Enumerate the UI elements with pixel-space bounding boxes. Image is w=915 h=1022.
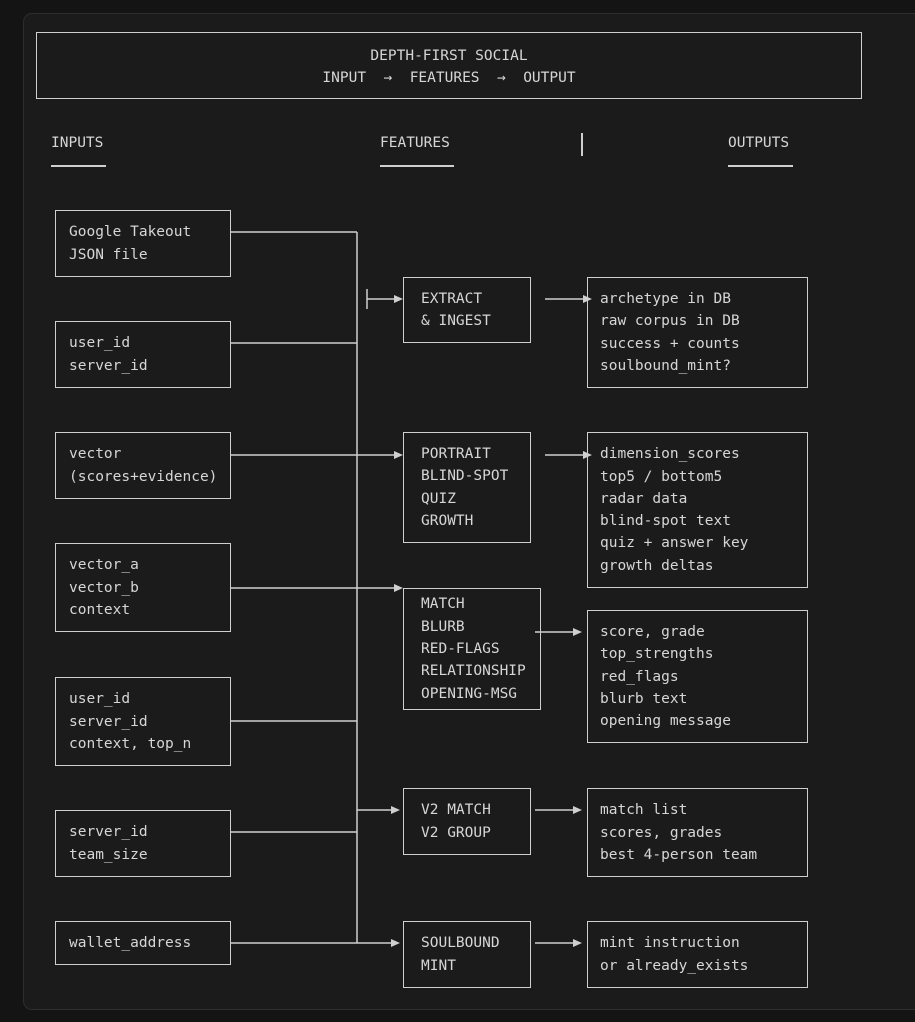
column-header-inputs: INPUTS (51, 135, 104, 151)
feature-text-line: MATCH (421, 596, 465, 613)
input-text-line: context, top_n (69, 735, 192, 752)
input-box (55, 810, 231, 877)
feature-box (403, 588, 541, 710)
column-divider (581, 133, 583, 156)
output-text-line: blind-spot text (600, 513, 731, 530)
arrowhead-icon (573, 806, 582, 814)
output-text-line: top_strengths (600, 646, 714, 663)
input-box (55, 210, 231, 277)
output-box (587, 610, 808, 743)
output-text-line: red_flags (600, 668, 679, 685)
column-header-outputs: OUTPUTS (728, 135, 790, 151)
arrowhead-icon (583, 451, 592, 459)
feature-text-line: & INGEST (421, 313, 491, 330)
feature-text-line: OPENING-MSG (421, 685, 518, 702)
feature-text-line: RED-FLAGS (421, 641, 500, 657)
arrowhead-icon (573, 628, 582, 636)
output-text-line: archetype in DB (600, 291, 731, 308)
output-box (587, 432, 808, 588)
input-box (55, 543, 231, 632)
input-text-line: vector (69, 446, 122, 463)
output-text-line: growth deltas (600, 557, 714, 574)
output-text-line: score, grade (600, 623, 705, 640)
feature-text-line: SOULBOUND (421, 935, 500, 952)
arrowhead-icon (394, 295, 403, 303)
feature-text-line: RELATIONSHIP (421, 663, 526, 680)
input-box (55, 921, 231, 965)
output-text-line: quiz + answer key (600, 535, 749, 552)
feature-text-line: BLURB (421, 618, 465, 635)
input-box (55, 321, 231, 388)
output-text-line: blurb text (600, 690, 688, 707)
output-text-line: top5 / bottom5 (600, 468, 723, 485)
input-text-line: (scores+evidence) (69, 468, 218, 485)
output-text-line: best 4-person team (600, 846, 758, 863)
input-text-line: server_id (69, 824, 148, 841)
input-text-line: user_id (69, 335, 131, 352)
feature-box (403, 432, 531, 543)
output-box (587, 921, 808, 988)
output-text-line: soulbound_mint? (600, 357, 731, 374)
feature-box (403, 788, 531, 855)
feature-text-line: V2 GROUP (421, 824, 491, 841)
output-text-line: mint instruction (600, 935, 740, 952)
input-text-line: server_id (69, 357, 148, 374)
input-text-line: team_size (69, 846, 148, 863)
output-text-line: scores, grades (600, 824, 723, 841)
arrowhead-icon (583, 295, 592, 303)
output-text-line: match list (600, 802, 688, 819)
output-box (587, 788, 808, 877)
feature-box (403, 277, 531, 343)
outputs-underline (728, 165, 793, 167)
input-box (55, 432, 231, 499)
output-text-line: radar data (600, 490, 688, 507)
arrowhead-icon (391, 939, 400, 947)
code-block-panel (23, 13, 915, 1010)
arrowhead-icon (394, 584, 403, 592)
input-text-line: context (69, 601, 131, 618)
feature-text-line: PORTRAIT (421, 446, 491, 463)
arrowhead-icon (573, 939, 582, 947)
output-text-line: opening message (600, 713, 731, 730)
features-underline (380, 165, 454, 167)
feature-text-line: QUIZ (421, 490, 456, 507)
input-text-line: vector_a (69, 557, 139, 574)
feature-text-line: GROWTH (421, 512, 474, 529)
diagram-subtitle: INPUT → FEATURES → OUTPUT (322, 70, 576, 86)
output-text-line: raw corpus in DB (600, 313, 740, 330)
feature-box (403, 921, 531, 988)
arrowhead-icon (391, 806, 400, 814)
output-box (587, 277, 808, 388)
input-text-line: user_id (69, 691, 131, 708)
diagram-title: DEPTH-FIRST SOCIAL (370, 48, 528, 64)
input-text-line: Google Takeout (69, 224, 192, 241)
input-text-line: vector_b (69, 579, 139, 596)
feature-text-line: V2 MATCH (421, 802, 491, 819)
header-box (36, 32, 862, 99)
feature-text-line: MINT (421, 957, 456, 974)
feature-text-line: BLIND-SPOT (421, 468, 509, 485)
input-text-line: server_id (69, 713, 148, 730)
output-text-line: dimension_scores (600, 446, 740, 463)
inputs-underline (51, 165, 106, 167)
input-text-line: wallet_address (69, 935, 192, 951)
input-text-line: JSON file (69, 246, 148, 263)
output-text-line: or already_exists (600, 957, 749, 974)
output-text-line: success + counts (600, 335, 740, 352)
feature-text-line: EXTRACT (421, 290, 483, 307)
column-header-features: FEATURES (380, 135, 450, 151)
arrowhead-icon (394, 451, 403, 459)
input-box (55, 677, 231, 766)
